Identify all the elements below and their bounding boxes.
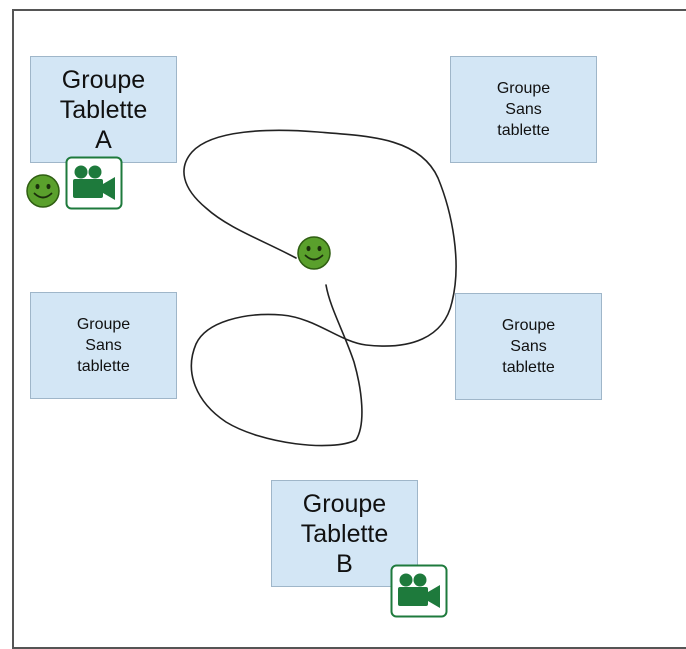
smiley-face-icon <box>26 174 60 208</box>
group-no-tablet-top-right-label: Groupe Sans tablette <box>496 80 551 139</box>
video-camera-icon <box>390 564 448 618</box>
group-no-tablet-mid-right-label: Groupe Sans tablette <box>501 317 556 376</box>
group-tablet-a-label: Groupe Tablette A <box>59 65 148 154</box>
smiley-face-icon <box>297 236 331 270</box>
group-no-tablet-mid-right: Groupe Sans tablette <box>455 293 602 400</box>
video-camera-icon <box>65 156 123 210</box>
group-no-tablet-mid-left-label: Groupe Sans tablette <box>76 316 131 375</box>
movement-path <box>183 129 457 447</box>
group-no-tablet-mid-left: Groupe Sans tablette <box>30 292 177 399</box>
group-tablet-b: Groupe Tablette B <box>271 480 418 587</box>
group-no-tablet-top-right: Groupe Sans tablette <box>450 56 597 163</box>
group-tablet-a: Groupe Tablette A <box>30 56 177 163</box>
group-tablet-b-label: Groupe Tablette B <box>300 489 389 578</box>
